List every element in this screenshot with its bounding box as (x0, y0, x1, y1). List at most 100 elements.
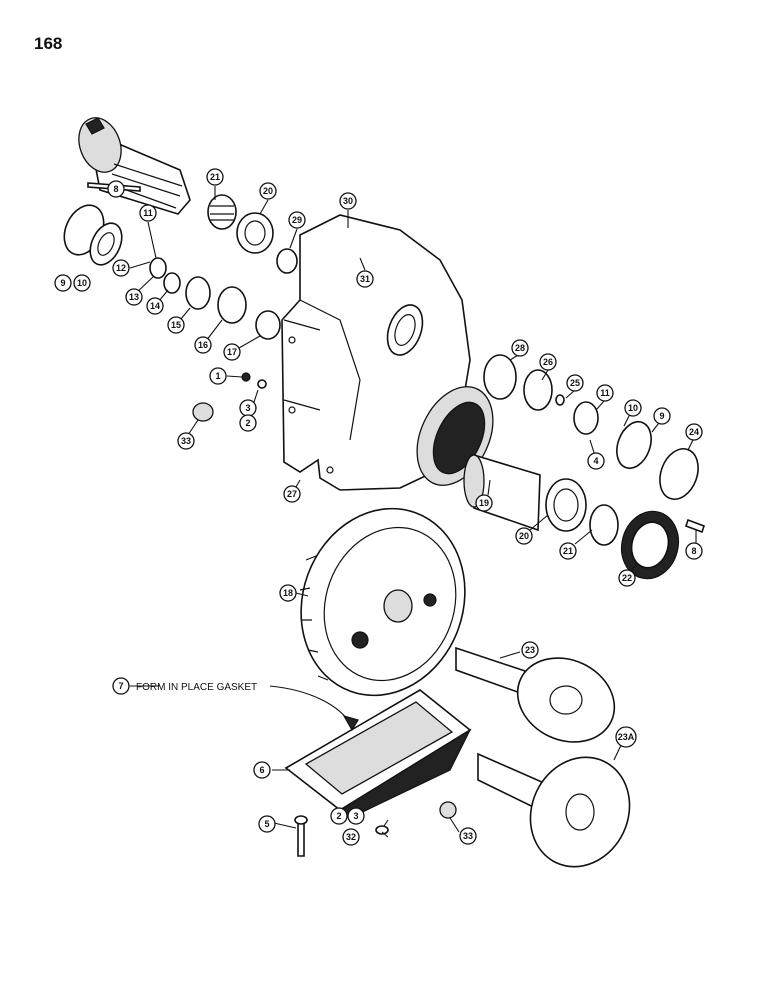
callout-9: 9 (54, 274, 72, 292)
callout-33: 33 (459, 827, 477, 845)
callout-number: 10 (628, 403, 638, 413)
callout-circle (587, 452, 605, 470)
callout-11: 11 (139, 204, 157, 222)
callout-17: 17 (223, 343, 241, 361)
callout-2: 2 (330, 807, 348, 825)
callout-circle (511, 339, 529, 357)
callout-number: 10 (77, 278, 87, 288)
callout-circle (356, 270, 374, 288)
callout-3: 3 (347, 807, 365, 825)
callout-6: 6 (253, 761, 271, 779)
callout-29: 29 (288, 211, 306, 229)
callout-number: 33 (463, 831, 473, 841)
callout-number: 29 (292, 215, 302, 225)
callout-33: 33 (177, 432, 195, 450)
callout-circle (239, 414, 257, 432)
axle-shaft-part (455, 646, 631, 868)
callout-number: 14 (150, 301, 160, 311)
callout-30: 30 (339, 192, 357, 210)
callout-21: 21 (206, 168, 224, 186)
callout-circle (539, 353, 557, 371)
callout-circle (459, 827, 477, 845)
callout-number: 20 (519, 531, 529, 541)
callout-number: 21 (210, 172, 220, 182)
page-number: 168 (34, 34, 63, 53)
callout-32: 32 (342, 828, 360, 846)
callout-24: 24 (685, 423, 703, 441)
callout-circle (283, 485, 301, 503)
callout-number: 24 (689, 427, 699, 437)
callout-circle (73, 274, 91, 292)
callout-circle (521, 641, 539, 659)
callout-13: 13 (125, 288, 143, 306)
callout-number: 2 (245, 418, 250, 428)
callout-23a: 23A (615, 726, 637, 748)
callout-23: 23 (521, 641, 539, 659)
callout-number: 6 (259, 765, 264, 775)
callout-circle (253, 761, 271, 779)
callout-number: 12 (116, 263, 126, 273)
callout-18: 18 (279, 584, 297, 602)
callout-circle (515, 527, 533, 545)
callout-12: 12 (112, 259, 130, 277)
callout-circle (194, 336, 212, 354)
callout-circle (330, 807, 348, 825)
gasket-note-circle (112, 677, 130, 695)
callout-circle (615, 726, 637, 748)
callout-20: 20 (515, 527, 533, 545)
upper-shaft-part (78, 117, 191, 215)
callout-9: 9 (653, 407, 671, 425)
callout-number: 21 (563, 546, 573, 556)
callout-number: 1 (215, 371, 220, 381)
callout-number: 15 (171, 320, 181, 330)
callout-circle (167, 316, 185, 334)
callout-number: 19 (479, 498, 489, 508)
callout-number: 17 (227, 347, 237, 357)
leader-lines (107, 184, 697, 838)
callout-circle (339, 192, 357, 210)
bull-gear-part (299, 507, 466, 697)
callout-2: 2 (239, 414, 257, 432)
callout-number: 31 (360, 274, 370, 284)
parts-illustration (63, 117, 706, 868)
callout-5: 5 (258, 815, 276, 833)
callout-8: 8 (685, 542, 703, 560)
callout-26: 26 (539, 353, 557, 371)
oil-pan-part (284, 689, 472, 819)
callout-number: 11 (143, 208, 153, 218)
callout-number: 4 (593, 456, 598, 466)
callout-number: 33 (181, 436, 191, 446)
callout-number: 2 (336, 811, 341, 821)
callout-27: 27 (283, 485, 301, 503)
callout-20: 20 (259, 182, 277, 200)
callout-circle (288, 211, 306, 229)
callout-number: 13 (129, 292, 139, 302)
callout-circle (206, 168, 224, 186)
callout-number: 26 (543, 357, 553, 367)
callout-3: 3 (239, 399, 257, 417)
callout-circle (566, 374, 584, 392)
callout-number: 22 (622, 573, 632, 583)
callout-circle (596, 384, 614, 402)
callout-22: 22 (618, 569, 636, 587)
callout-8: 8 (107, 180, 125, 198)
callout-circle (209, 367, 227, 385)
callout-circle (112, 259, 130, 277)
callout-number: 32 (346, 832, 356, 842)
callout-10: 10 (73, 274, 91, 292)
callout-16: 16 (194, 336, 212, 354)
callout-number: 27 (287, 489, 297, 499)
callout-number: 20 (263, 186, 273, 196)
callout-number: 16 (198, 340, 208, 350)
callout-circle (146, 297, 164, 315)
callout-number: 8 (691, 546, 696, 556)
callout-11: 11 (596, 384, 614, 402)
callout-circle (279, 584, 297, 602)
gasket-note-number: 7 (118, 681, 123, 691)
callout-circle (618, 569, 636, 587)
callout-28: 28 (511, 339, 529, 357)
callout-circle (653, 407, 671, 425)
callout-circle (624, 399, 642, 417)
